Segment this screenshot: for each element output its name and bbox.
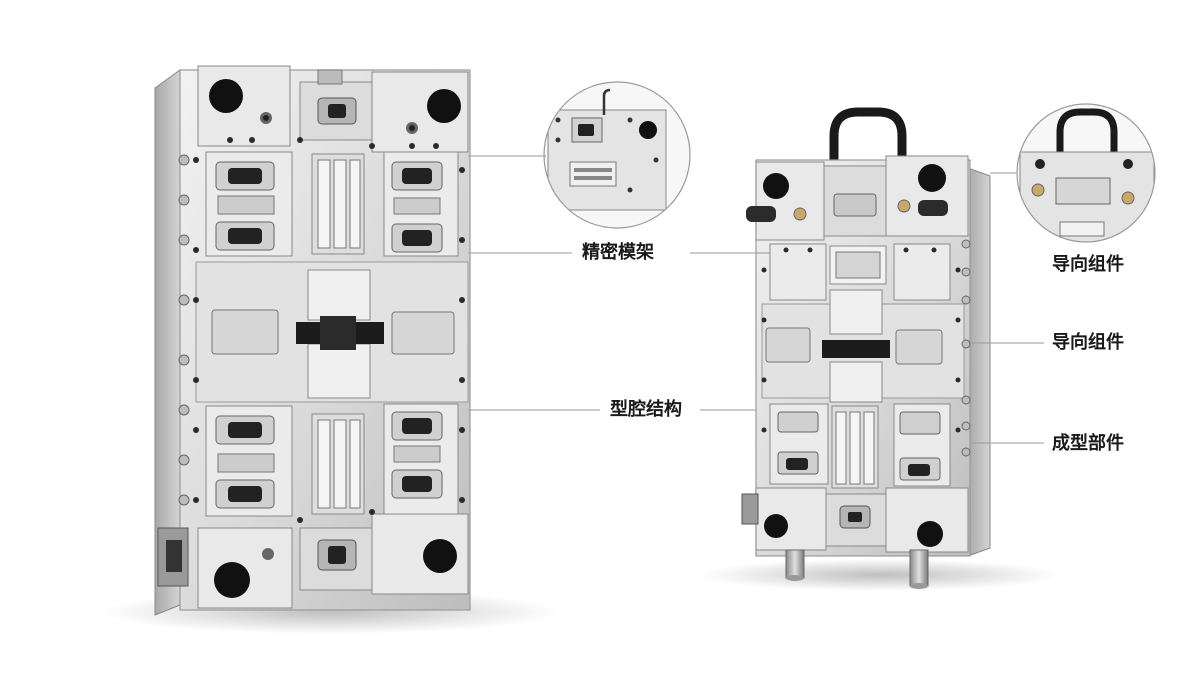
label-molding-parts: 成型部件	[1046, 433, 1130, 455]
label-guide-assembly-mid: 导向组件	[1046, 332, 1130, 354]
leader-lines	[468, 155, 1044, 444]
label-precision-mold-base: 精密模架	[576, 242, 660, 264]
label-cavity-structure: 型腔结构	[604, 399, 688, 421]
label-guide-assembly-top: 导向组件	[1046, 254, 1130, 276]
zoom-circle-frame	[543, 81, 691, 229]
